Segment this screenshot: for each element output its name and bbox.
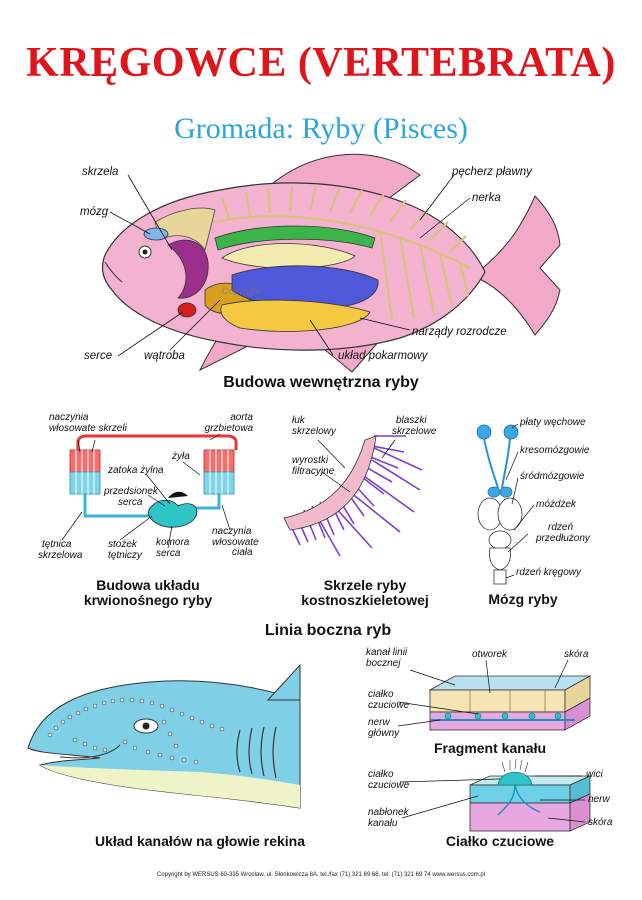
label-kanal: kanał linii bocznej [366, 647, 408, 669]
label-narzady: narządy rozrodcze [412, 326, 507, 338]
label-stozek: stożek tętniczy [108, 539, 142, 561]
label-platy: płaty węchowe [520, 417, 586, 428]
label-zatoka: zatoka żylna [108, 465, 164, 476]
label-nerw-canal: nerw główny [368, 717, 400, 739]
fish-illustration [102, 153, 561, 373]
circulatory-diagram [61, 433, 238, 549]
fish-brain [143, 227, 169, 241]
page-title: KRĘGOWCE (VERTEBRATA) [26, 40, 616, 86]
fish-kidney [214, 225, 376, 251]
label-serce: serce [84, 350, 113, 362]
label-srodmozgowie: śródmózgowie [520, 471, 585, 482]
fish-gills [167, 239, 209, 299]
label-kresomozgowie: kresomózgowie [520, 445, 590, 456]
brain-medulla [489, 547, 511, 571]
label-wyrostki: wyrostki filtracyjne [292, 455, 335, 477]
fish-tail-fin [477, 195, 561, 336]
label-rdzen: rdzeń przedłużony [536, 522, 590, 544]
fish-gonads [220, 299, 371, 332]
shark-illustration [27, 663, 301, 809]
shark-canals [47, 697, 225, 765]
circulatory-caption: Budowa układu krwionośnego ryby [83, 577, 213, 608]
gills-caption: Skrzele ryby kostnoszkieletowej [301, 577, 429, 608]
canal-fragment-illustration [397, 659, 592, 731]
footer: Copyright by WERSUS 60-335 Wrocław, ul. … [156, 872, 486, 878]
label-nerka: nerka [472, 192, 501, 204]
lateral-line-title: Linia boczna ryb [264, 622, 392, 639]
label-uklad: układ pokarmowy [338, 350, 428, 362]
label-mozdzek: móżdżek [536, 499, 577, 510]
label-skora-canal: skóra [564, 649, 589, 660]
watermark: Copyright [222, 286, 261, 296]
label-skrzela: skrzela [82, 166, 119, 178]
gill-arch [283, 435, 377, 531]
shark-caption: Układ kanałów na głowie rekina [94, 833, 306, 849]
receptor-caption: Ciałko czuciowe [445, 833, 555, 849]
shark-fin [266, 663, 301, 701]
label-tetnica: tętnica skrzelowa [38, 539, 83, 561]
label-luk: łuk skrzelowy [292, 415, 336, 437]
label-rdzen-kregowy: rdzeń kręgowy [516, 567, 582, 578]
label-naczynia-ciala: naczynia włosowate ciała [212, 526, 259, 558]
brain-caption: Mózg ryby [488, 591, 558, 607]
canal-caption: Fragment kanału [433, 740, 547, 756]
label-nablonek: nabłonek kanału [368, 807, 409, 829]
label-aorta: aorta grzbietowa [204, 412, 253, 434]
label-cialko-canal: ciałko czuciowe [368, 689, 410, 711]
olfactory-lobe-right [503, 424, 519, 440]
label-mozg: mózg [80, 206, 109, 218]
heart-chambers [148, 499, 198, 528]
spinal-cord [493, 569, 507, 585]
label-skora-receptor: skóra [588, 817, 613, 828]
label-cialko-receptor: ciałko czuciowe [368, 769, 410, 791]
brain-midbrain-right [497, 497, 523, 531]
label-otworek: otworek [472, 649, 508, 660]
page-subtitle: Gromada: Ryby (Pisces) [174, 112, 468, 145]
olfactory-lobe-left [476, 424, 492, 440]
label-zyla: żyła [172, 451, 190, 462]
label-naczynia-skrzeli: naczynia włosowate skrzeli [49, 412, 127, 434]
brain-cerebellum [488, 530, 512, 550]
fish-heart [177, 302, 197, 318]
gill-illustration [283, 435, 423, 557]
label-pecherz: pęcherz pławny [452, 166, 532, 178]
label-przedsionek: przedsionek serca [104, 486, 158, 508]
fish-caption: Budowa wewnętrzna ryby [223, 374, 419, 391]
receptor-illustration [399, 758, 591, 832]
receptor-skin [469, 802, 571, 832]
sensory-body [497, 772, 533, 786]
label-blaszki: blaszki skrzelowe [392, 415, 437, 437]
label-komora: komora serca [156, 537, 190, 559]
label-nerw-receptor: nerw [588, 794, 610, 805]
label-wici: wici [586, 769, 603, 780]
label-watroba: wątroba [144, 350, 185, 362]
brain-illustration [476, 423, 535, 585]
